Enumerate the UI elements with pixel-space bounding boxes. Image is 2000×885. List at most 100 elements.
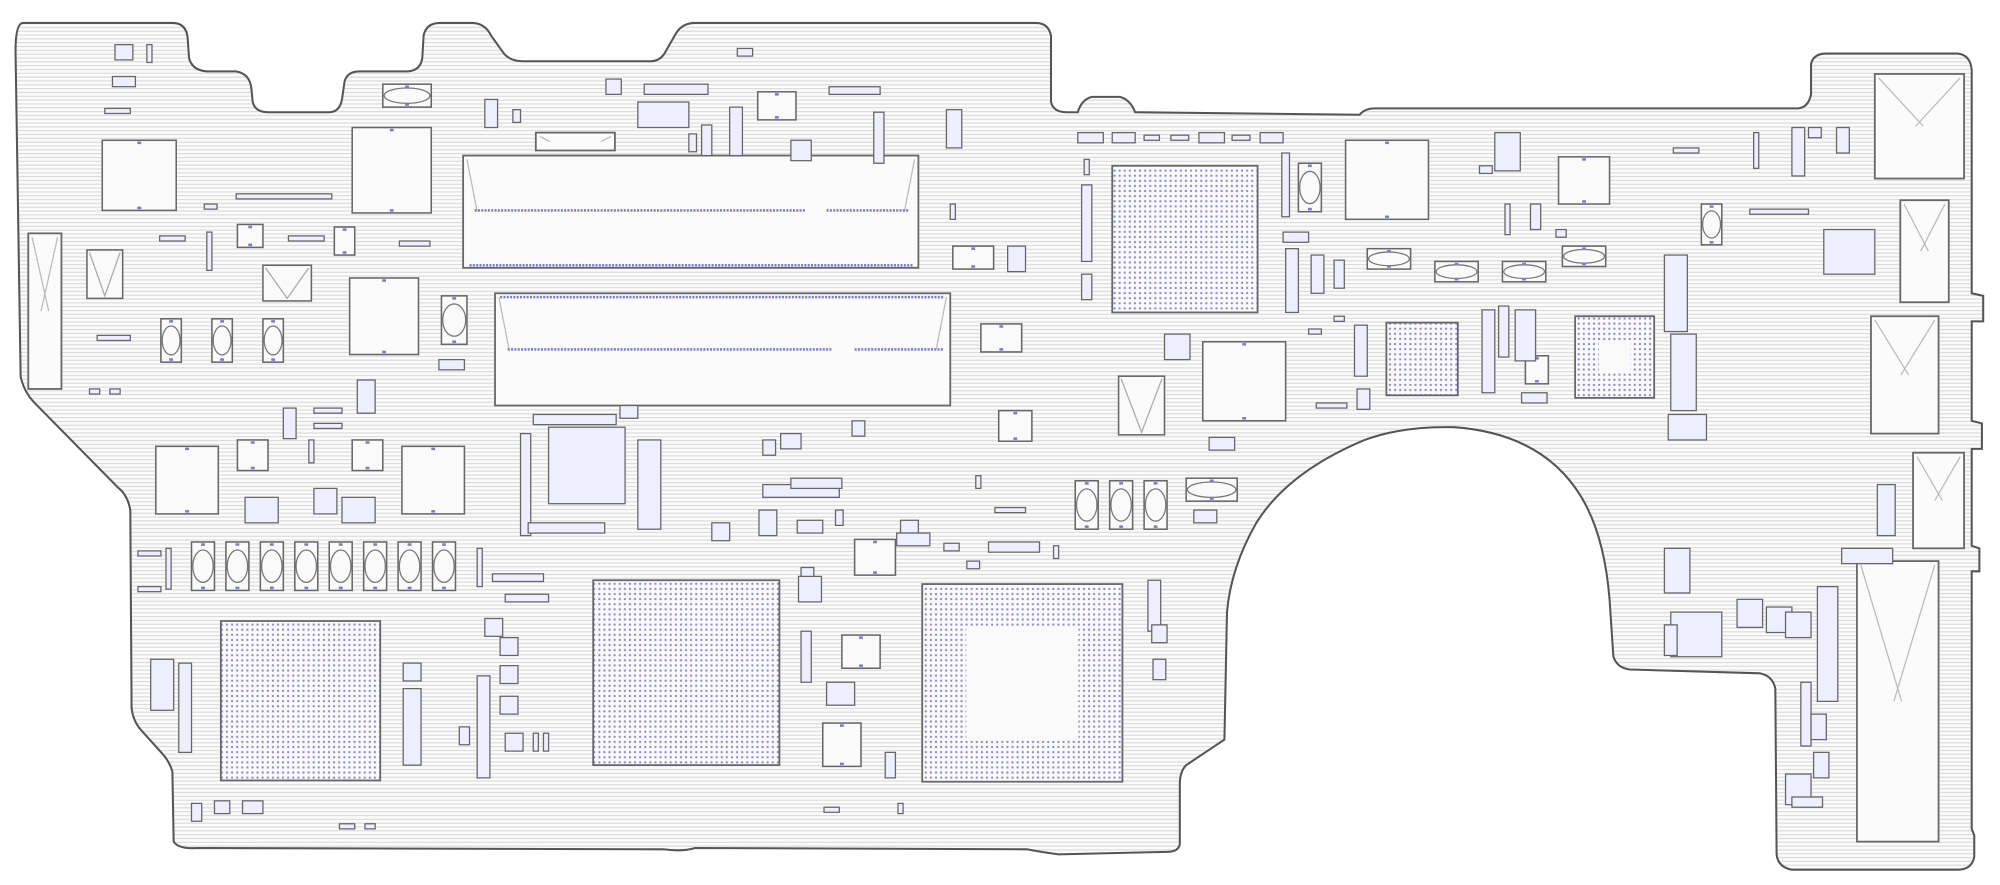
pad — [1385, 215, 1389, 219]
ic-package — [236, 223, 264, 249]
connector-lower-pins — [705, 295, 708, 299]
connector-lower-pins — [689, 295, 692, 299]
pad — [1709, 205, 1714, 208]
connector-upper-pins — [824, 263, 827, 267]
connector-upper-pins — [550, 209, 553, 212]
connector-lower-pins — [642, 295, 645, 299]
connector-lower-pins — [844, 295, 847, 299]
connector-lower-pins — [647, 348, 650, 351]
connector-upper-pins — [603, 209, 606, 212]
connector-lower-pins — [739, 348, 742, 351]
connector-lower-pins — [795, 295, 798, 299]
pad — [1522, 262, 1527, 266]
pad — [1119, 482, 1124, 485]
connector-lower-pins — [556, 295, 559, 299]
pad — [185, 510, 189, 513]
connector-upper-pins — [635, 263, 638, 267]
smd-component — [1663, 624, 1678, 657]
connector-upper-pins — [882, 209, 885, 212]
connector-upper-pins — [640, 209, 643, 212]
smd-component — [313, 407, 343, 414]
connector-lower-pins — [871, 348, 874, 351]
connector-upper-pins — [663, 209, 666, 212]
smd-component — [476, 547, 483, 588]
smd-component — [146, 43, 153, 64]
smd-component — [899, 519, 920, 534]
smd-component — [637, 101, 690, 129]
smd-component — [1052, 545, 1060, 560]
connector-lower-pins — [708, 295, 712, 299]
smd-component — [1198, 131, 1226, 144]
connector-upper-pins — [811, 263, 814, 267]
connector-lower-pins — [924, 348, 927, 351]
ic-package — [821, 722, 862, 768]
smd-component — [206, 231, 213, 271]
smd-component — [364, 823, 376, 830]
connector-lower-pins — [693, 348, 696, 351]
connector-lower-pins — [607, 348, 610, 351]
transformer-mark — [88, 252, 121, 298]
connector-upper-pins — [641, 263, 644, 267]
connector-upper-pins — [879, 209, 882, 212]
connector-lower-pins — [609, 295, 612, 299]
connector-upper-pins — [656, 209, 660, 212]
smd-component — [1816, 585, 1839, 703]
pad — [382, 279, 386, 282]
connector-upper-pins — [853, 209, 856, 212]
connector-upper-pins — [893, 263, 896, 267]
connector-lower-pins — [894, 295, 897, 299]
connector-left-edge-guide — [31, 237, 50, 312]
connector-upper-pins — [907, 263, 910, 267]
connector-upper-pins — [872, 209, 876, 212]
smd-component — [1077, 131, 1104, 144]
connector-upper-pins — [807, 263, 810, 267]
smd-component — [88, 388, 101, 395]
pad — [373, 543, 378, 546]
pad — [373, 586, 378, 590]
sensor-mark — [1120, 378, 1163, 435]
connector-upper-pins — [633, 209, 636, 212]
pad — [431, 510, 436, 513]
capacitor — [440, 295, 468, 346]
smd-component — [1529, 203, 1542, 231]
pad — [873, 540, 877, 544]
smd-component — [994, 506, 1027, 514]
capacitor — [397, 541, 422, 592]
connector-upper-pins — [700, 209, 703, 212]
smd-component — [504, 593, 550, 603]
connector-upper-pins — [738, 263, 741, 267]
connector-lower-pins — [851, 295, 854, 299]
connector-upper-pins — [555, 263, 558, 267]
connector-upper-pins — [849, 209, 852, 212]
connector-upper-pins — [902, 209, 905, 212]
smd-component — [1810, 713, 1827, 741]
pad — [248, 225, 253, 229]
connector-upper-pins — [472, 263, 475, 267]
connector-upper-pins — [706, 209, 709, 212]
connector-lower-pins — [719, 348, 723, 351]
connector-lower-pins — [930, 348, 933, 351]
connector-upper-pins — [469, 263, 472, 267]
pad — [338, 543, 343, 546]
connector-lower-pins — [854, 295, 857, 299]
connector-upper-pins — [814, 263, 817, 267]
smd-component — [1152, 658, 1167, 681]
connector-upper-pins — [592, 263, 595, 267]
pad — [1387, 249, 1391, 253]
connector-lower-guide — [498, 297, 510, 350]
pad — [269, 586, 274, 590]
connector-upper-pins — [554, 209, 557, 212]
connector-lower-pins — [815, 295, 818, 299]
smd-component — [1170, 134, 1190, 141]
smd-component — [1670, 611, 1723, 658]
capacitor — [1143, 479, 1168, 530]
connector-lower-pins — [616, 295, 619, 299]
connector-lower-pins — [524, 348, 527, 351]
connector-lower-pins — [710, 348, 713, 351]
connector-upper-pins — [515, 263, 518, 267]
pad — [248, 243, 253, 247]
capacitor — [262, 318, 285, 363]
pad — [1153, 482, 1158, 485]
connector-right-3-guide — [1900, 319, 1936, 376]
connector-upper-pins — [779, 209, 782, 212]
